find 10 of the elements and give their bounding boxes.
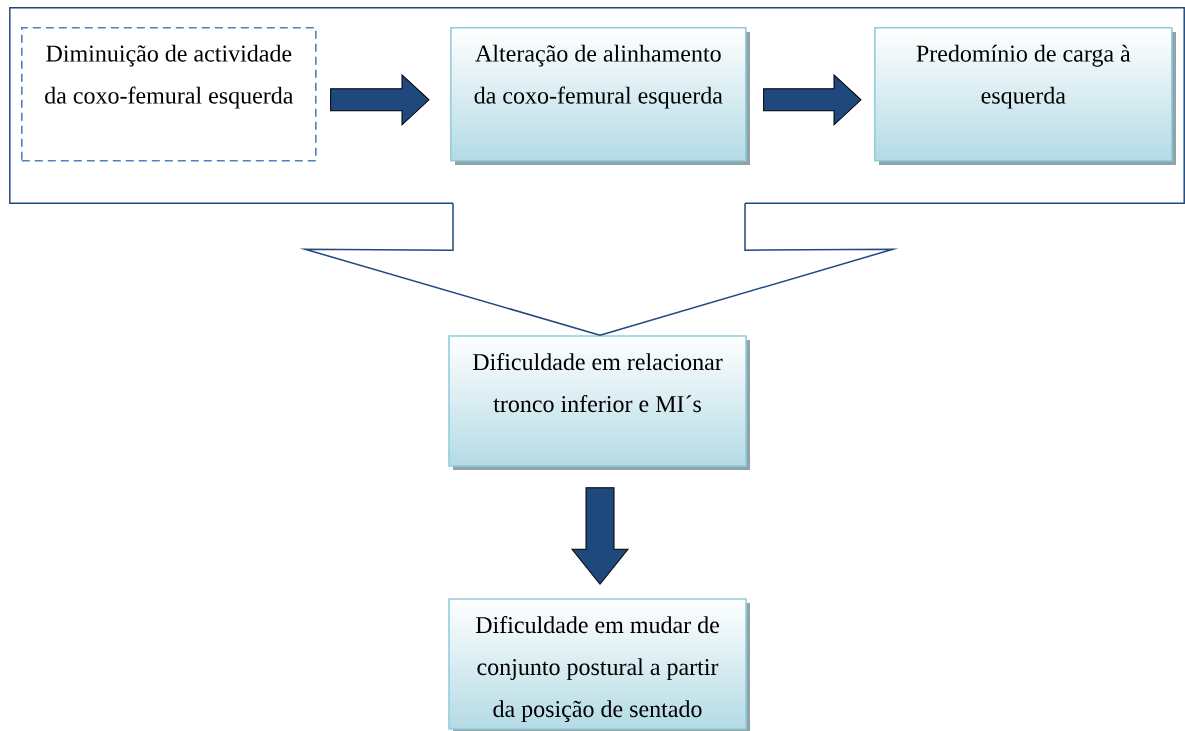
dashed-box: Diminuição de actividade da coxo-femural esquerda <box>21 27 317 162</box>
callout-box <box>9 7 1185 204</box>
callout-pointer <box>299 202 899 336</box>
process-box: Dificuldade em relacionar tronco inferior e MI´s <box>448 335 750 470</box>
block-arrow <box>763 74 862 126</box>
block-arrow <box>330 74 430 126</box>
process-box: Alteração de alinhamento da coxo-femural esquerda <box>450 27 750 165</box>
process-box: Predomínio de carga à esquerda <box>874 27 1176 165</box>
block-arrow <box>571 487 629 585</box>
process-box: Dificuldade em mudar de conjunto postural a partir da posição de sentado <box>448 598 750 731</box>
